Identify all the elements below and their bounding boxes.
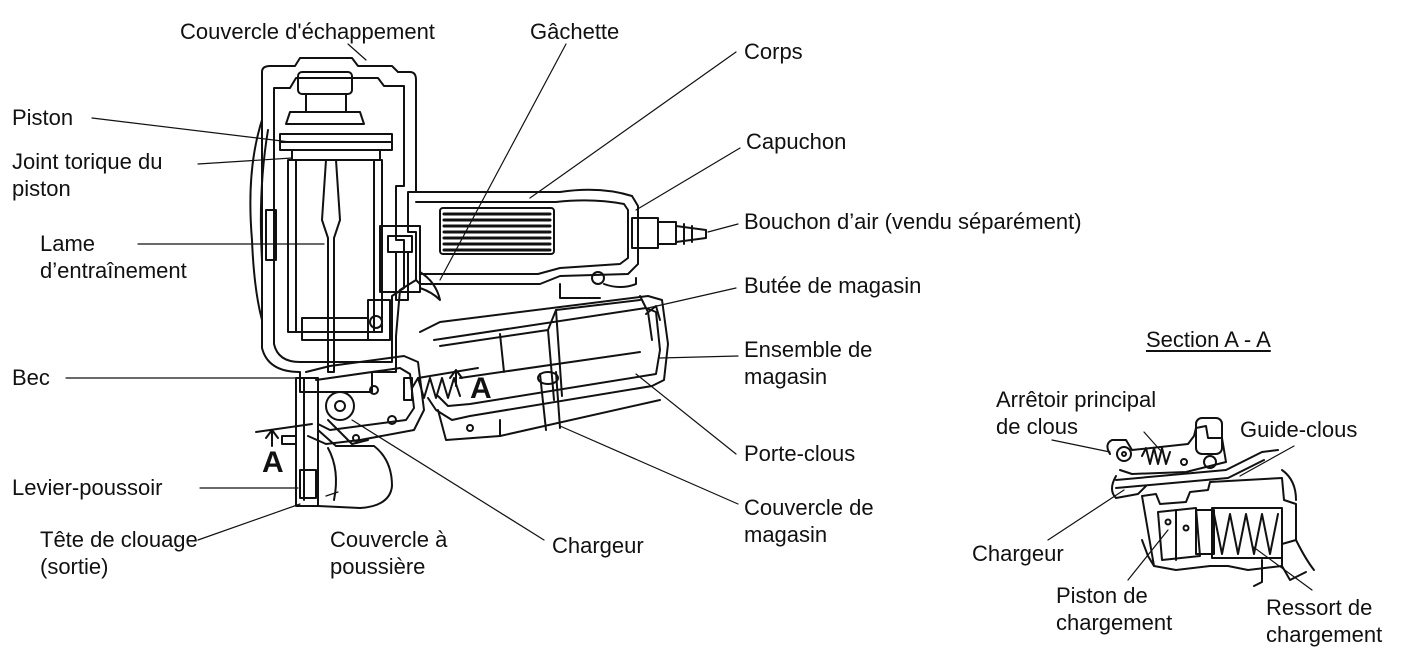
label-feed-spring: Ressort de chargement <box>1266 595 1383 647</box>
label-feeder-section: Chargeur <box>972 541 1064 566</box>
label-nail-guide: Guide-clous <box>1240 417 1358 442</box>
section-mark-side: A <box>262 446 284 479</box>
section-mark-main: A <box>470 372 492 405</box>
section-leader-lines <box>1047 431 1313 591</box>
label-nail-holder: Porte-clous <box>744 441 856 466</box>
label-piston-oring: Joint torique du piston <box>12 149 163 201</box>
label-feed-piston: Piston de chargement <box>1056 583 1173 635</box>
section-a-a-drawing <box>1106 417 1315 587</box>
label-magazine-assembly: Ensemble de magasin <box>744 337 873 389</box>
label-body: Corps <box>744 39 803 64</box>
section-cut-marks <box>255 367 479 447</box>
label-cap: Capuchon <box>746 129 847 154</box>
label-push-lever: Levier-poussoir <box>12 475 163 500</box>
label-magazine-stop: Butée de magasin <box>744 273 922 298</box>
label-feeder: Chargeur <box>552 533 644 558</box>
section-title: Section A - A <box>1146 327 1271 352</box>
label-main-nail-stopper: Arrêtoir principal de clous <box>996 387 1157 439</box>
handle-body <box>367 188 707 341</box>
cylinder-housing <box>249 57 417 393</box>
label-piston: Piston <box>12 105 74 130</box>
label-air-plug: Bouchon d’air (vendu séparément) <box>744 209 1082 234</box>
label-driver-blade: Lame d’entraînement <box>40 231 187 283</box>
label-exhaust-cover: Couvercle d'échappement <box>180 19 435 44</box>
label-dust-cover: Couvercle à poussière <box>330 527 448 579</box>
leader-lines <box>65 43 741 541</box>
label-trigger: Gâchette <box>530 19 620 44</box>
magazine <box>419 295 669 441</box>
label-nailing-head: Tête de clouage (sortie) <box>40 527 198 579</box>
label-magazine-cover: Couvercle de magasin <box>744 495 874 547</box>
feeder-nose <box>281 355 461 509</box>
label-nose: Bec <box>12 365 50 390</box>
